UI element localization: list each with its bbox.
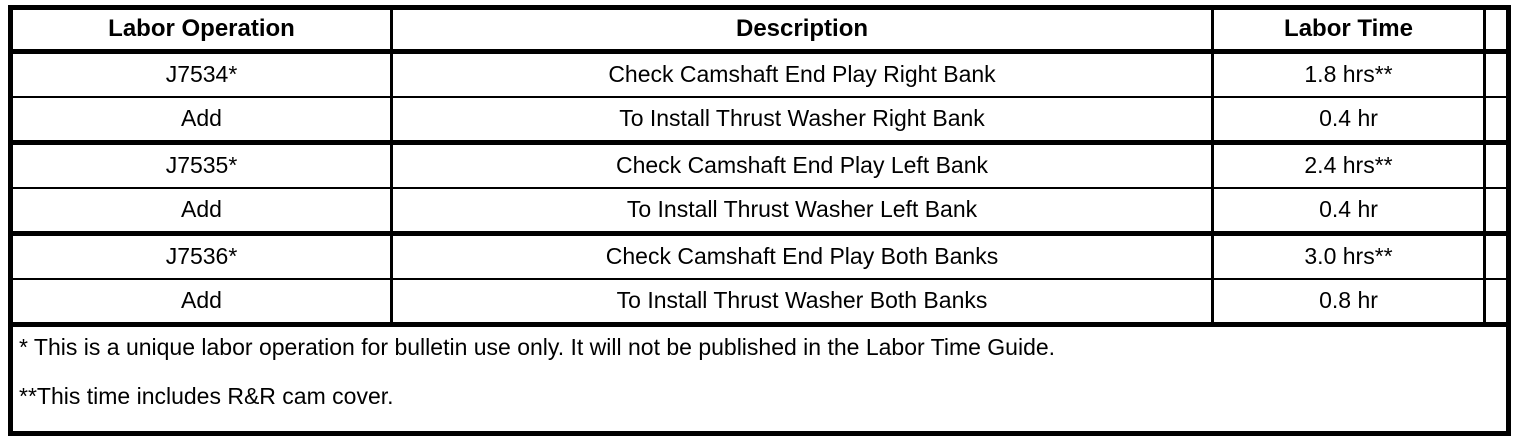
table-footnote-row: * This is a unique labor operation for b… bbox=[10, 324, 1509, 434]
column-header-description: Description bbox=[391, 7, 1214, 54]
cell-extra bbox=[1484, 51, 1509, 98]
cell-labor-time: 1.8 hrs** bbox=[1212, 51, 1486, 98]
cell-description: Check Camshaft End Play Both Banks bbox=[391, 233, 1214, 280]
cell-extra bbox=[1484, 97, 1509, 145]
cell-extra bbox=[1484, 233, 1509, 280]
labor-operation-table: Labor Operation Description Labor Time J… bbox=[8, 5, 1511, 436]
column-header-labor-operation: Labor Operation bbox=[10, 7, 393, 54]
cell-labor-operation: Add bbox=[10, 279, 393, 327]
cell-description: To Install Thrust Washer Both Banks bbox=[391, 279, 1214, 327]
footnote-spacer bbox=[19, 360, 1506, 384]
footnote-single-asterisk: * This is a unique labor operation for b… bbox=[19, 334, 1056, 360]
cell-labor-operation: J7535* bbox=[10, 142, 393, 189]
cell-labor-operation: Add bbox=[10, 97, 393, 145]
cell-labor-operation: J7536* bbox=[10, 233, 393, 280]
footnotes-cell: * This is a unique labor operation for b… bbox=[10, 324, 1509, 434]
cell-labor-time: 2.4 hrs** bbox=[1212, 142, 1486, 189]
table-row: J7536* Check Camshaft End Play Both Bank… bbox=[10, 233, 1509, 280]
cell-labor-time: 3.0 hrs** bbox=[1212, 233, 1486, 280]
table-body: Labor Operation Description Labor Time J… bbox=[10, 7, 1509, 434]
table-row: J7534* Check Camshaft End Play Right Ban… bbox=[10, 51, 1509, 98]
cell-labor-time: 0.4 hr bbox=[1212, 97, 1486, 145]
table-row: J7535* Check Camshaft End Play Left Bank… bbox=[10, 142, 1509, 189]
table-row: Add To Install Thrust Washer Both Banks … bbox=[10, 279, 1509, 327]
column-header-extra bbox=[1484, 7, 1509, 54]
cell-description: To Install Thrust Washer Left Bank bbox=[391, 188, 1214, 236]
column-header-labor-time: Labor Time bbox=[1212, 7, 1486, 54]
cell-labor-operation: Add bbox=[10, 188, 393, 236]
footnote-double-asterisk: **This time includes R&R cam cover. bbox=[19, 383, 394, 410]
cell-labor-time: 0.8 hr bbox=[1212, 279, 1486, 327]
table-row: Add To Install Thrust Washer Right Bank … bbox=[10, 97, 1509, 145]
cell-extra bbox=[1484, 188, 1509, 236]
cell-description: Check Camshaft End Play Left Bank bbox=[391, 142, 1214, 189]
labor-operation-table-container: Labor Operation Description Labor Time J… bbox=[8, 5, 1511, 436]
table-row: Add To Install Thrust Washer Left Bank 0… bbox=[10, 188, 1509, 236]
cell-description: To Install Thrust Washer Right Bank bbox=[391, 97, 1214, 145]
cell-labor-operation: J7534* bbox=[10, 51, 393, 98]
cell-labor-time: 0.4 hr bbox=[1212, 188, 1486, 236]
cell-description: Check Camshaft End Play Right Bank bbox=[391, 51, 1214, 98]
cell-extra bbox=[1484, 142, 1509, 189]
cell-extra bbox=[1484, 279, 1509, 327]
table-header-row: Labor Operation Description Labor Time bbox=[10, 7, 1509, 54]
